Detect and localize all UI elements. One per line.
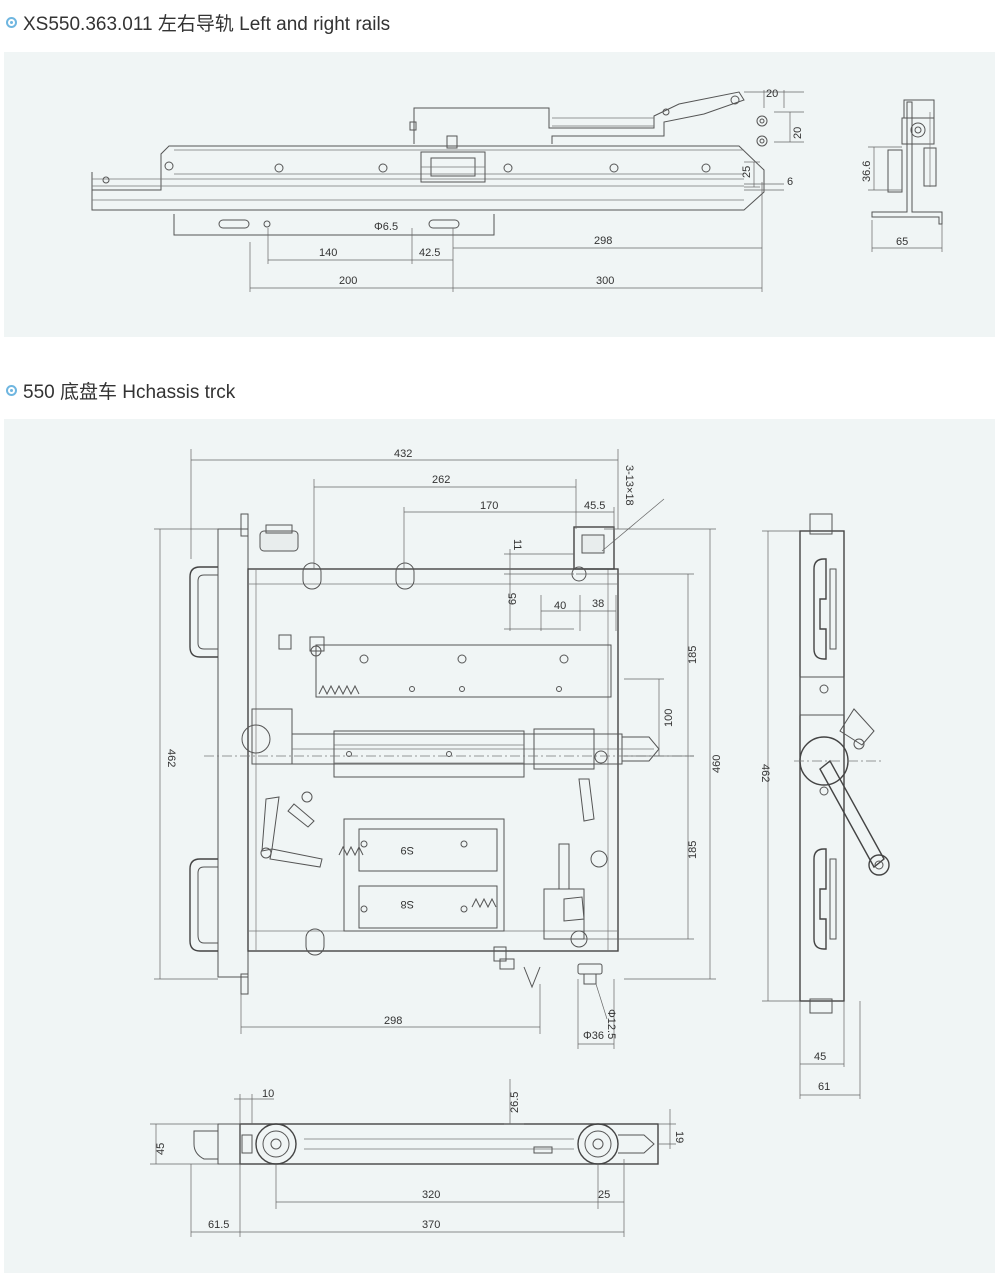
section-heading-rails: XS550.363.011 左右导轨 Left and right rails — [6, 9, 390, 36]
dim-40: 40 — [554, 600, 566, 612]
dim-61: 61 — [818, 1081, 830, 1093]
dim-25: 25 — [598, 1189, 610, 1201]
dim-42-5: 42.5 — [419, 247, 440, 259]
dim-185-lower: 185 — [687, 841, 699, 859]
dim-65-vert: 65 — [507, 593, 519, 605]
spring-label-s8: S8 — [401, 898, 414, 910]
spring-label-s9: S9 — [401, 844, 414, 856]
dim-298-bottom: 298 — [384, 1015, 402, 1027]
dim-6: 6 — [787, 176, 793, 188]
dim-hole-3-13x18: 3-13×18 — [623, 465, 635, 506]
bullet-icon — [6, 17, 17, 28]
dim-45-bottom: 45 — [155, 1143, 167, 1155]
dim-45-right: 45 — [814, 1051, 826, 1063]
dim-65: 65 — [896, 236, 908, 248]
dim-100: 100 — [663, 709, 675, 727]
dim-200: 200 — [339, 275, 357, 287]
dim-20-side: 20 — [792, 127, 804, 139]
dim-10: 10 — [262, 1088, 274, 1100]
dim-140: 140 — [319, 247, 337, 259]
dim-36-6: 36.6 — [861, 161, 873, 182]
dim-462-left: 462 — [165, 749, 177, 767]
section-title-rails: XS550.363.011 左右导轨 Left and right rails — [23, 14, 391, 35]
dim-298: 298 — [594, 235, 612, 247]
dim-20-top: 20 — [766, 88, 778, 100]
dim-38: 38 — [592, 598, 604, 610]
dim-61-5: 61.5 — [208, 1219, 229, 1231]
dim-370: 370 — [422, 1219, 440, 1231]
section-heading-chassis: 550 底盘车 Hchassis trck — [6, 377, 235, 404]
dim-11: 11 — [511, 539, 523, 550]
dim-phi-6-5: Φ6.5 — [374, 221, 398, 233]
chassis-drawing-panel: S9 S8 — [4, 419, 995, 1273]
dim-45-5: 45.5 — [584, 500, 605, 512]
dim-26-5: 26.5 — [509, 1092, 521, 1113]
bullet-icon — [6, 385, 17, 396]
dim-300: 300 — [596, 275, 614, 287]
dim-19: 19 — [673, 1131, 685, 1143]
dim-phi-36: Φ36 — [583, 1030, 604, 1042]
dim-432: 432 — [394, 448, 412, 460]
dim-320: 320 — [422, 1189, 440, 1201]
dim-460: 460 — [711, 755, 723, 773]
chassis-drawing: S9 S8 — [150, 448, 890, 1237]
dim-262: 262 — [432, 474, 450, 486]
dim-185-upper: 185 — [687, 646, 699, 664]
dim-462-right: 462 — [759, 764, 771, 782]
dim-25: 25 — [741, 166, 753, 178]
rails-drawing-panel: 140 42.5 298 200 300 Φ6.5 20 20 25 6 36.… — [4, 52, 995, 337]
dim-170: 170 — [480, 500, 498, 512]
rails-drawing: 140 42.5 298 200 300 Φ6.5 20 20 25 6 36.… — [91, 88, 943, 292]
dim-phi-12-5: Φ12.5 — [605, 1009, 617, 1039]
section-title-chassis: 550 底盘车 Hchassis trck — [23, 382, 236, 403]
